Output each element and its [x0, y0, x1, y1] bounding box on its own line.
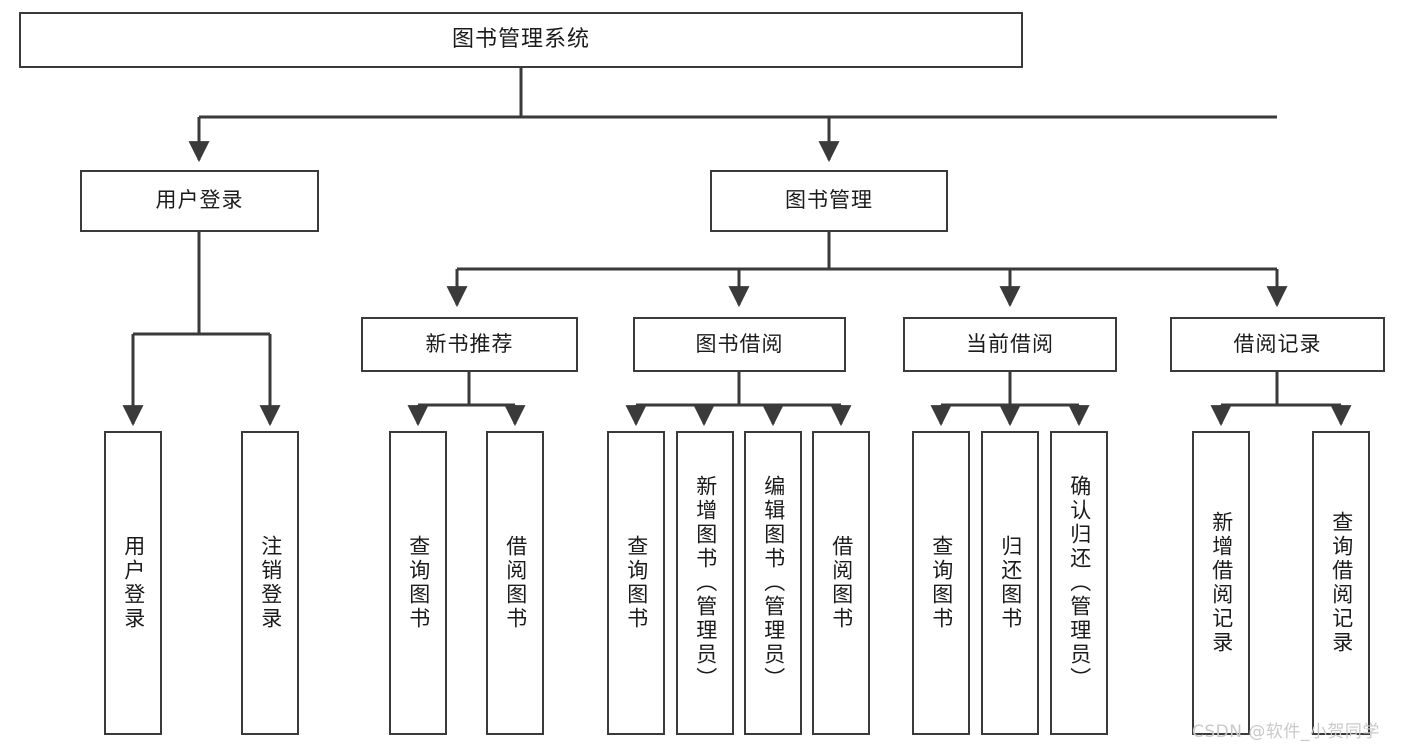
csdn-watermark: CSDN @软件_小贺同学 — [1192, 722, 1380, 742]
node-borrow-record[interactable]: 借阅记录 — [1170, 317, 1385, 372]
leaf-confirm-return-admin[interactable]: 确认归还（管理员） — [1050, 431, 1108, 735]
node-label: 查询借阅记录 — [1329, 511, 1354, 655]
node-label: 确认归还（管理员） — [1067, 475, 1092, 691]
node-label: 注销登录 — [258, 535, 283, 631]
node-book-borrow[interactable]: 图书借阅 — [633, 317, 846, 372]
leaf-query-borrow-record[interactable]: 查询借阅记录 — [1312, 431, 1370, 735]
node-label: 借阅记录 — [1233, 331, 1322, 356]
leaf-user-login[interactable]: 用户登录 — [104, 431, 162, 735]
node-label: 编辑图书（管理员） — [761, 475, 786, 691]
node-label: 归还图书 — [998, 535, 1023, 631]
node-label: 新书推荐 — [425, 331, 514, 356]
node-label: 查询图书 — [624, 535, 649, 631]
node-label: 借阅图书 — [829, 535, 854, 631]
node-label: 图书管理系统 — [451, 26, 590, 52]
node-label: 图书管理 — [785, 188, 873, 213]
node-label: 查询图书 — [929, 535, 954, 631]
node-label: 用户登录 — [121, 535, 146, 631]
node-label: 新增图书（管理员） — [693, 475, 718, 691]
leaf-logout-login[interactable]: 注销登录 — [241, 431, 299, 735]
leaf-borrow-book-recommend[interactable]: 借阅图书 — [486, 431, 544, 735]
leaf-borrow-book[interactable]: 借阅图书 — [812, 431, 870, 735]
node-label: 图书借阅 — [695, 331, 784, 356]
node-label: 用户登录 — [155, 188, 244, 213]
leaf-add-borrow-record[interactable]: 新增借阅记录 — [1192, 431, 1250, 735]
leaf-query-book-current[interactable]: 查询图书 — [912, 431, 970, 735]
leaf-add-book-admin[interactable]: 新增图书（管理员） — [676, 431, 734, 735]
node-label: 新增借阅记录 — [1209, 511, 1234, 655]
node-book-management[interactable]: 图书管理 — [710, 170, 948, 232]
node-root-system[interactable]: 图书管理系统 — [19, 12, 1023, 68]
node-new-book-recommend[interactable]: 新书推荐 — [361, 317, 578, 372]
leaf-query-book-recommend[interactable]: 查询图书 — [389, 431, 447, 735]
node-label: 借阅图书 — [503, 535, 528, 631]
node-label: 查询图书 — [406, 535, 431, 631]
node-current-borrow[interactable]: 当前借阅 — [903, 317, 1117, 372]
node-user-login[interactable]: 用户登录 — [80, 170, 319, 232]
leaf-query-book-borrow[interactable]: 查询图书 — [607, 431, 665, 735]
leaf-edit-book-admin[interactable]: 编辑图书（管理员） — [744, 431, 802, 735]
node-label: 当前借阅 — [966, 331, 1054, 356]
leaf-return-book[interactable]: 归还图书 — [981, 431, 1039, 735]
